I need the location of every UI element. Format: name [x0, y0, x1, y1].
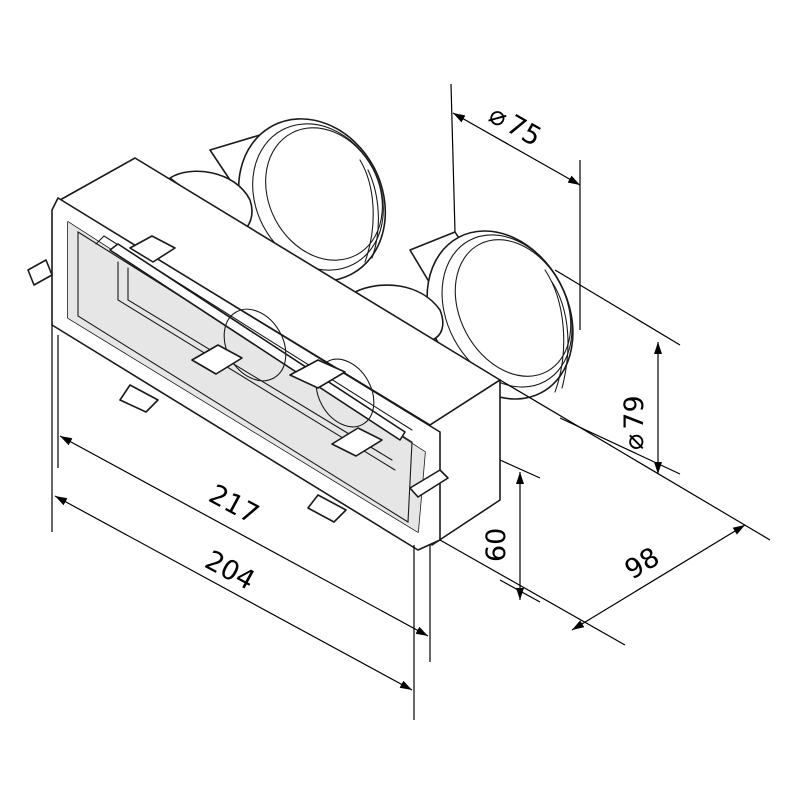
outer-width-label: 217: [204, 479, 264, 531]
dimension-inner-width: 204: [54, 495, 415, 720]
outlet-diameter-label: ⌀75: [484, 99, 547, 153]
depth-label: 98: [620, 542, 665, 586]
round-spigot-back: [169, 118, 387, 286]
socket-diameter-value: 79: [619, 395, 650, 429]
rectangular-body: [59, 157, 501, 546]
height-label: 60: [481, 528, 512, 562]
socket-diameter-symbol: ⌀: [619, 434, 650, 450]
dimension-height: 60: [481, 459, 541, 603]
round-spigot-front: [354, 230, 574, 400]
duct-adapter-part: [27, 118, 574, 551]
inner-width-label: 204: [200, 545, 260, 597]
socket-diameter-label: ⌀ 79: [619, 395, 650, 450]
dimension-socket-diameter: ⌀ 79: [554, 269, 681, 475]
